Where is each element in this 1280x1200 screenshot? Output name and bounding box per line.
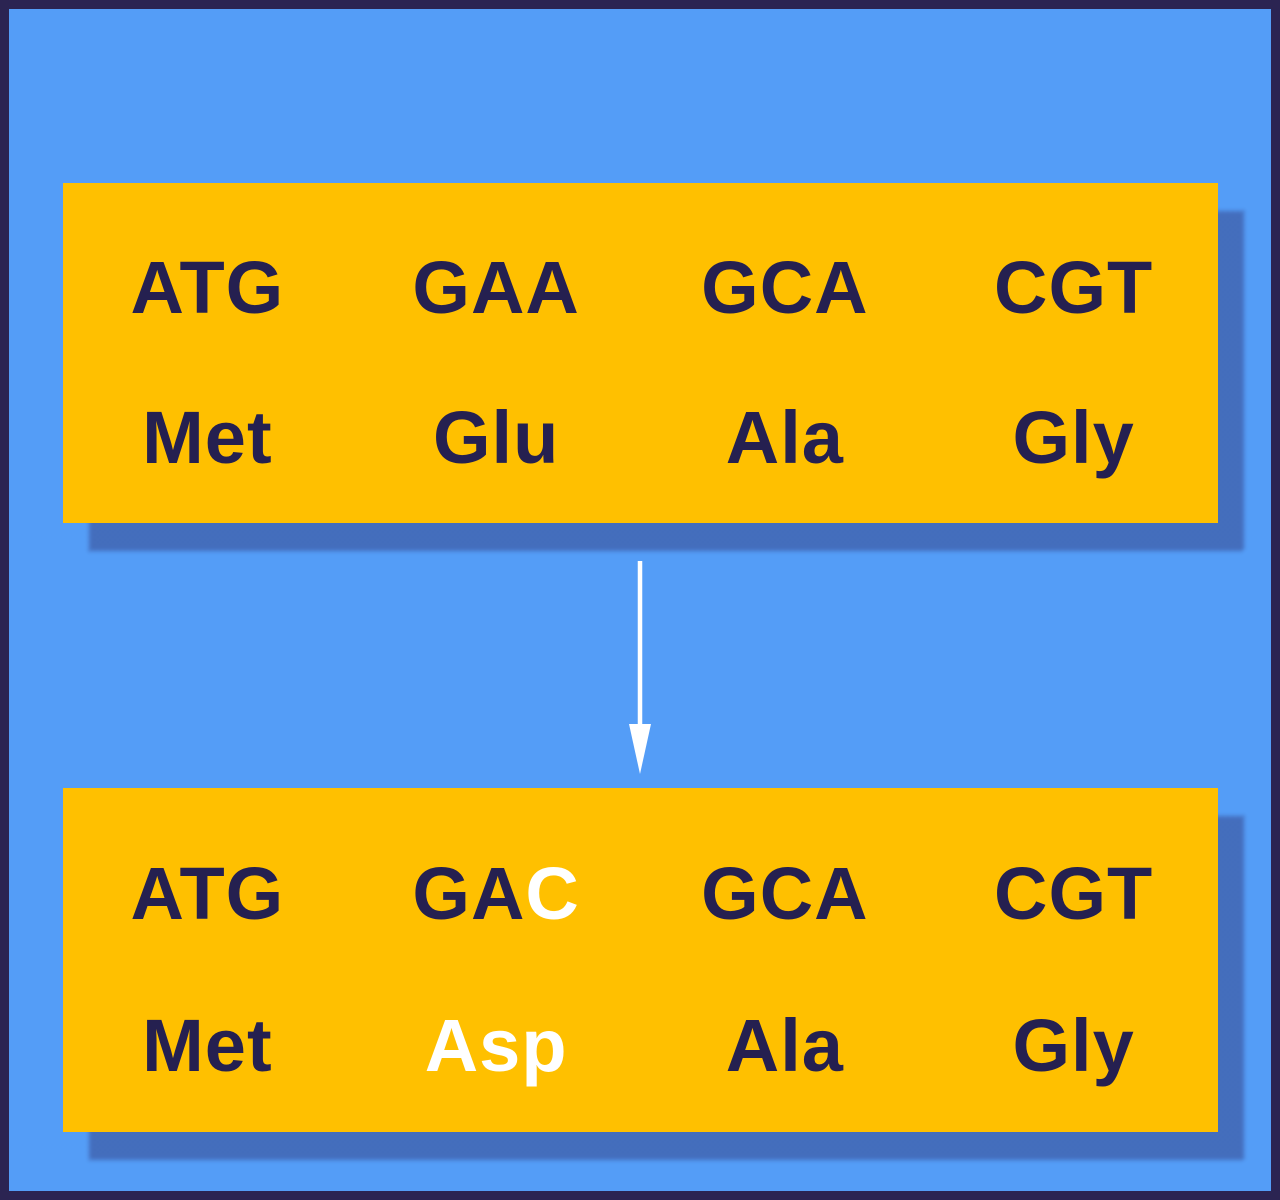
mutated-amino-4: Gly: [1012, 1004, 1135, 1087]
original-codon-3: GCA: [701, 246, 869, 329]
down-arrow-icon: [629, 561, 651, 774]
mutated-amino-3: Ala: [725, 1004, 844, 1087]
mutated-amino-1: Met: [142, 1004, 273, 1087]
mutated-codon-3: GCA: [701, 852, 869, 935]
original-amino-2: Glu: [432, 396, 560, 479]
mutated-codon-2: GAC: [412, 857, 579, 931]
original-codon-4: CGT: [994, 246, 1154, 329]
original-amino-4: Gly: [1012, 396, 1135, 479]
mutated-codon-2-normal-bases: GA: [412, 852, 526, 935]
mutated-base: C: [525, 852, 580, 935]
original-codon-1: ATG: [130, 246, 285, 329]
mutated-codon-1: ATG: [130, 852, 285, 935]
mutated-amino-2: Asp: [424, 1004, 568, 1087]
original-codon-2: GAA: [412, 246, 580, 329]
mutation-arrow: [620, 560, 660, 776]
original-amino-3: Ala: [725, 396, 844, 479]
original-amino-1: Met: [142, 396, 273, 479]
original-sequence-panel: ATG GAA GCA CGT Met Glu Ala Gly: [63, 183, 1218, 523]
mutated-codon-4: CGT: [994, 852, 1154, 935]
mutated-sequence-panel: ATG GAC GCA CGT Met Asp Ala Gly: [63, 788, 1218, 1132]
